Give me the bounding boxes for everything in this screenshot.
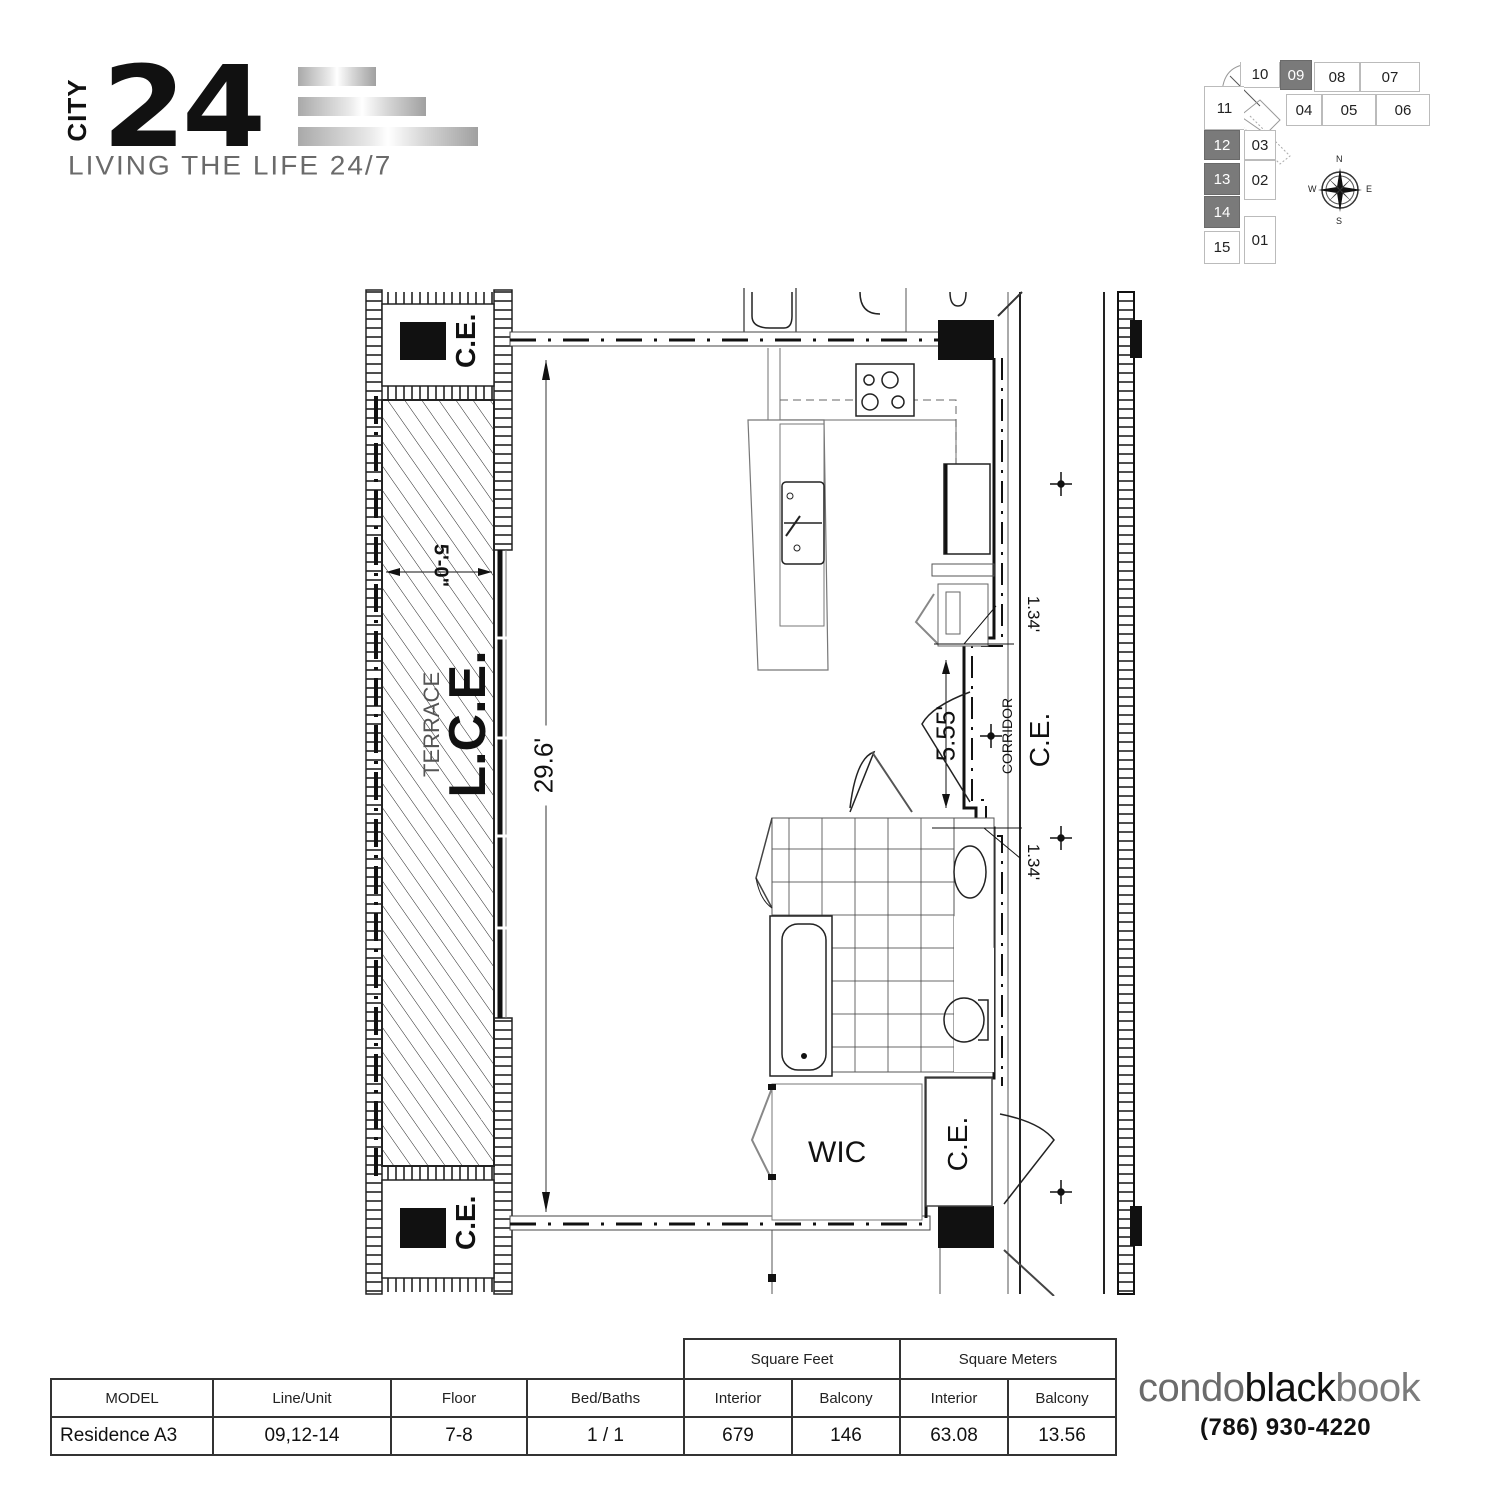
brand-part-condo: condo <box>1138 1366 1245 1410</box>
label-corridor: CORRIDOR <box>999 697 1015 775</box>
dim-jog-top: 1.34' <box>1024 595 1043 633</box>
unit-15: 15 <box>1204 231 1240 264</box>
brand-phone[interactable]: (786) 930-4220 <box>1200 1414 1372 1441</box>
cell-bed-baths: 1 / 1 <box>526 1416 685 1456</box>
unit-03: 03 <box>1244 130 1276 160</box>
unit-07: 07 <box>1360 62 1420 92</box>
unit-10: 10 <box>1240 62 1280 88</box>
header-sqft-balcony: Balcony <box>791 1378 901 1418</box>
header-floor: Floor <box>390 1378 528 1418</box>
table-row: Residence A3 09,12-14 7-8 1 / 1 679 146 … <box>50 1416 1117 1456</box>
unit-05: 05 <box>1322 94 1376 126</box>
unit-01: 01 <box>1244 216 1276 264</box>
floor-plan-drawing: C.E. C.E. TERRACE L.C.E. 5'-0" 29.6' 5.5… <box>360 288 1150 1296</box>
header-line-unit: Line/Unit <box>212 1378 392 1418</box>
label-wic: WIC <box>808 1136 867 1169</box>
brand-logo: condoblackbook <box>1138 1366 1478 1410</box>
cell-sqft-interior: 679 <box>683 1416 793 1456</box>
dim-terrace-width: 5'-0" <box>429 543 452 588</box>
dim-jog-bottom: 1.34' <box>1024 843 1043 881</box>
label-lce: L.C.E. <box>439 650 497 798</box>
unit-08: 08 <box>1314 62 1360 92</box>
cell-sqft-balcony: 146 <box>791 1416 901 1456</box>
header-sqft-interior: Interior <box>683 1378 793 1418</box>
header-square-meters: Square Meters <box>899 1338 1117 1380</box>
label-ce-top-left: C.E. <box>450 313 481 368</box>
logo-number: 24 <box>102 43 266 173</box>
logo-bar <box>298 67 376 86</box>
header-bed-baths: Bed/Baths <box>526 1378 685 1418</box>
header-sqm-balcony: Balcony <box>1007 1378 1117 1418</box>
header-sqm-interior: Interior <box>899 1378 1009 1418</box>
unit-02: 02 <box>1244 160 1276 200</box>
unit-04: 04 <box>1286 94 1322 126</box>
cell-line-unit: 09,12-14 <box>212 1416 392 1456</box>
city24-logo: CITY 24 LIVING THE LIFE 24/7 <box>60 43 490 182</box>
unit-11: 11 <box>1204 86 1244 130</box>
logo-prefix: CITY <box>62 78 92 142</box>
logo-bar <box>298 127 478 146</box>
unit-spec-table: Square Feet Square Meters MODEL Line/Uni… <box>50 1338 1117 1456</box>
logo-tagline: LIVING THE LIFE 24/7 <box>68 150 393 181</box>
condoblackbook-brand: condoblackbook (786) 930-4220 <box>1138 1366 1478 1442</box>
label-ce-corridor: C.E. <box>1024 712 1055 768</box>
building-key-plan: 10 09 08 07 11 04 05 06 12 03 13 02 14 1… <box>1200 56 1430 268</box>
unit-14: 14 <box>1204 196 1240 228</box>
brand-part-book: book <box>1335 1366 1421 1410</box>
header-model: MODEL <box>50 1378 214 1418</box>
unit-09: 09 <box>1280 60 1312 90</box>
floor-plan-lines <box>365 288 1142 1296</box>
cell-floor: 7-8 <box>390 1416 528 1456</box>
brand-part-black: black <box>1244 1366 1336 1410</box>
unit-06: 06 <box>1376 94 1430 126</box>
dim-length: 29.6' <box>528 725 560 806</box>
label-ce-bottom-left: C.E. <box>450 1195 481 1250</box>
unit-13: 13 <box>1204 163 1240 195</box>
logo-bar <box>298 97 426 116</box>
header-square-feet: Square Feet <box>683 1338 901 1380</box>
dim-entry: 5.55' <box>930 705 961 762</box>
label-ce-closet: C.E. <box>942 1116 973 1172</box>
logo-city-text: CITY <box>62 70 94 152</box>
compass-rose-icon: N S W E <box>1308 154 1373 226</box>
cell-sqm-interior: 63.08 <box>899 1416 1009 1456</box>
unit-12: 12 <box>1204 130 1240 160</box>
cell-sqm-balcony: 13.56 <box>1007 1416 1117 1456</box>
cell-model: Residence A3 <box>50 1416 214 1456</box>
